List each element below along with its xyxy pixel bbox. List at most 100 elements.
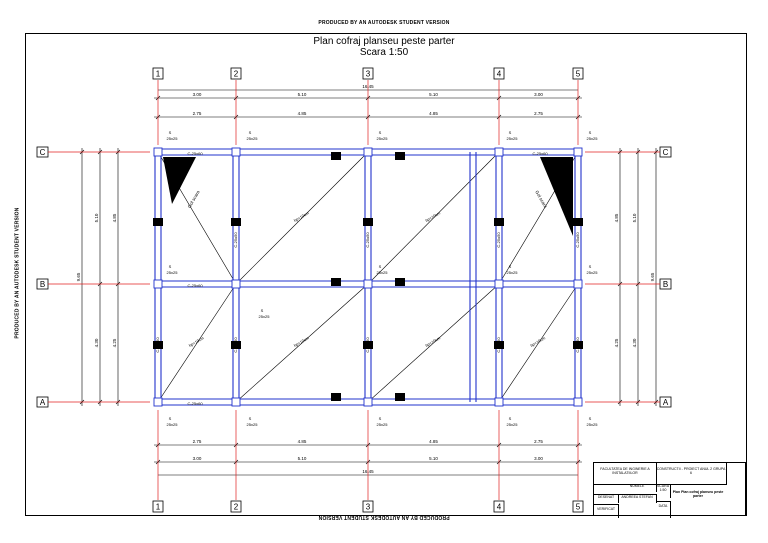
column-1B [153, 279, 163, 289]
axis-bubble-bottom-1 [152, 500, 164, 513]
stair-label-left: Gol scara [187, 189, 201, 209]
axis-label-left-C: C [40, 148, 46, 157]
dim-bottom-spans-label-2: 5.10 [429, 456, 438, 461]
wall-pier-13 [395, 152, 405, 160]
axis-label-top-4: 4 [497, 70, 502, 79]
drawing-title: Plan cofraj planseu peste parter [313, 36, 455, 47]
dim-left-total-label-0: 9.65 [76, 272, 81, 281]
dim-bottom-spans-label-1: 5.10 [298, 456, 307, 461]
column-size-5: 25x25 [167, 270, 179, 275]
column-mark-14: S [589, 416, 592, 421]
beam-label-vert-8: C-25x50 [155, 337, 160, 353]
dim-bottom-spans-label-0: 3.00 [193, 456, 202, 461]
dim-bottom-clear-label-0: 2.75 [193, 439, 202, 444]
column-mark-9: S [589, 264, 592, 269]
dim-bottom-spans-label-3: 3.00 [534, 456, 543, 461]
axis-bubble-top-4 [493, 67, 505, 80]
wall-pier-11 [395, 278, 405, 286]
wall-pier-2 [363, 218, 373, 226]
dim-top-clear-label-1: 4.85 [298, 111, 307, 116]
dim-left-clear-label-1: 4.25 [112, 338, 117, 347]
beam-label-vert-2: C-25x50 [496, 232, 501, 248]
dim-right-spans-label-0: 5.10 [632, 213, 637, 222]
dim-bottom-clear-label-1: 4.85 [298, 439, 307, 444]
column-mark-4: S [589, 130, 592, 135]
column-1C [153, 147, 163, 157]
column-size-8: 25x25 [507, 270, 519, 275]
column-3A [363, 397, 373, 407]
column-size-3: 25x25 [507, 136, 519, 141]
column-size-1: 25x25 [247, 136, 259, 141]
stair-fill-left [163, 157, 196, 204]
wall-pier-14 [331, 393, 341, 401]
axis-bubble-bottom-5 [572, 500, 584, 513]
tb-drawn-by: ANDREEA STEFAN [618, 494, 657, 503]
column-mark-3: S [509, 130, 512, 135]
column-size-6: 25x25 [259, 314, 271, 319]
dim-top-clear-label-3: 2.75 [534, 111, 543, 116]
column-mark-8: S [509, 264, 512, 269]
column-mark-10: S [169, 416, 172, 421]
dim-bottom-clear-label-2: 4.85 [429, 439, 438, 444]
column-size-14: 25x25 [587, 422, 599, 427]
axis-bubble-top-5 [572, 67, 584, 80]
column-2B [231, 279, 241, 289]
axis-label-top-5: 5 [576, 70, 581, 79]
column-1A [153, 397, 163, 407]
beam-label-c-left: C-25x60 [187, 151, 203, 156]
column-size-12: 25x25 [377, 422, 389, 427]
wall-pier-5 [153, 341, 163, 349]
tb-faculty: FACULTATEA DE INGINERIE A INSTALATIILOR [594, 463, 657, 485]
column-size-13: 25x25 [507, 422, 519, 427]
beam-label-vert-0: C-25x50 [233, 232, 238, 248]
wall-pier-7 [363, 341, 373, 349]
axis-bubble-top-3 [362, 67, 374, 80]
dim-bottom-clear-label-3: 2.75 [534, 439, 543, 444]
column-2C [231, 147, 241, 157]
slab-diagonal-0 [235, 151, 369, 285]
beam-label-b-left: C-25x60 [187, 283, 203, 288]
axis-label-right-A: A [663, 398, 669, 407]
stair-label-right: Gol scara [534, 190, 548, 210]
column-size-10: 25x25 [167, 422, 179, 427]
column-4B [494, 279, 504, 289]
dim-top-total: 16.45 [362, 84, 374, 89]
axis-label-bottom-4: 4 [497, 503, 502, 512]
column-mark-12: S [379, 416, 382, 421]
axis-label-right-C: C [663, 148, 669, 157]
beam-label-vert-7: C-25x50 [575, 337, 580, 353]
dim-left-spans-label-1: 4.30 [94, 338, 99, 347]
column-size-2: 25x25 [377, 136, 389, 141]
beam-label-a-left: C-25x60 [187, 401, 203, 406]
slab-thickness-1: hp=10cm [424, 210, 441, 223]
tb-drawn-label: DESENAT [594, 494, 619, 503]
beam-label-vert-6: C-25x50 [496, 337, 501, 353]
axis-label-top-3: 3 [366, 70, 371, 79]
beam-label-c-right: C-25x60 [532, 151, 548, 156]
axis-bubble-bottom-2 [230, 500, 242, 513]
wall-pier-0 [153, 218, 163, 226]
wall-pier-10 [331, 278, 341, 286]
wall-pier-4 [573, 218, 583, 226]
dim-top-spans-label-1: 5.10 [298, 92, 307, 97]
column-mark-11: S [249, 416, 252, 421]
tb-checked-label: VERIFICAT [594, 504, 619, 518]
drawing-scale: Scara 1:50 [359, 47, 409, 58]
axis-label-top-1: 1 [156, 70, 161, 79]
column-mark-1: S [249, 130, 252, 135]
wall-pier-8 [494, 341, 504, 349]
column-mark-7: S [379, 264, 382, 269]
column-mark-6: S [261, 308, 264, 313]
tb-scale: SCARA 1:50 [656, 484, 671, 498]
slab-thickness-3: hp=10cm [424, 335, 441, 348]
wall-pier-15 [395, 393, 405, 401]
axis-label-bottom-2: 2 [234, 503, 239, 512]
axis-bubble-top-1 [152, 67, 164, 80]
column-size-7: 25x25 [377, 270, 389, 275]
slab-thickness-5: hp=10cm [529, 335, 546, 348]
column-size-0: 25x25 [167, 136, 179, 141]
slab-diagonal-1 [367, 151, 500, 285]
dim-bottom-total: 16.45 [362, 469, 374, 474]
axis-label-left-B: B [40, 280, 45, 289]
dim-left-clear-label-0: 4.85 [112, 213, 117, 222]
